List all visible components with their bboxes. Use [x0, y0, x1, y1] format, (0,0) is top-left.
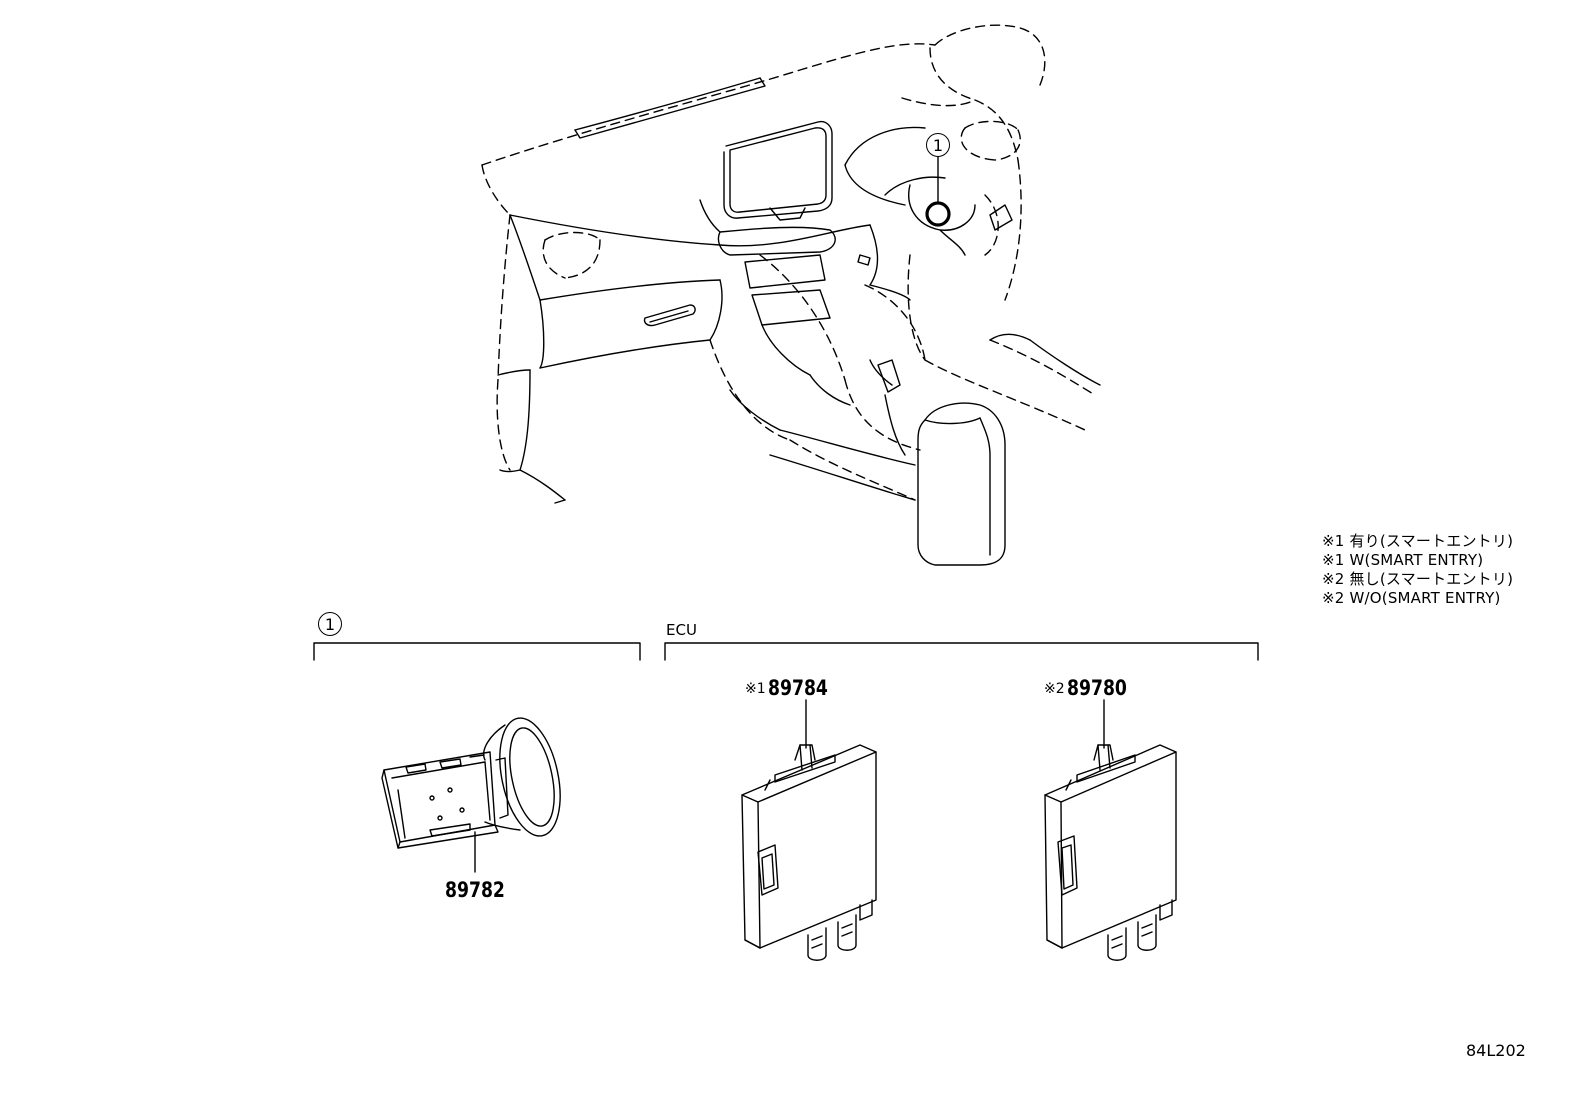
- legend-line: ※1 有り(スマートエントリ): [1322, 532, 1514, 550]
- ecu-group-bracket: [664, 642, 1259, 661]
- ecu-89780-drawing: [1044, 699, 1177, 961]
- ecu-group-label: ECU: [666, 621, 697, 639]
- legend-line: ※2 W/O(SMART ENTRY): [1322, 589, 1501, 607]
- legend-line: ※2 無し(スマートエントリ): [1322, 570, 1514, 588]
- dash-callout-leader: [925, 156, 951, 227]
- part-89782-label: 89782: [445, 880, 518, 901]
- legend: ※1 有り(スマートエントリ) ※1 W(SMART ENTRY) ※2 無し(…: [1322, 534, 1513, 606]
- part-mark: ※2: [1044, 681, 1065, 697]
- dashboard-illustration: [481, 24, 1101, 566]
- part-89784-label: ※189784: [745, 678, 841, 699]
- figure-code: 84L202: [1466, 1041, 1526, 1060]
- part-number: 89782: [445, 878, 505, 902]
- part-mark: ※1: [745, 681, 766, 697]
- group1-bracket: [313, 642, 641, 661]
- group1-callout-badge: 1: [318, 612, 342, 636]
- dash-callout-badge: 1: [926, 133, 950, 157]
- part-number: 89780: [1066, 676, 1127, 700]
- legend-line: ※1 W(SMART ENTRY): [1322, 551, 1484, 569]
- part-89780-label: ※289780: [1044, 678, 1140, 699]
- switch-89782-drawing: [381, 717, 561, 873]
- ecu-89784-drawing: [741, 699, 877, 961]
- part-number: 89784: [767, 676, 828, 700]
